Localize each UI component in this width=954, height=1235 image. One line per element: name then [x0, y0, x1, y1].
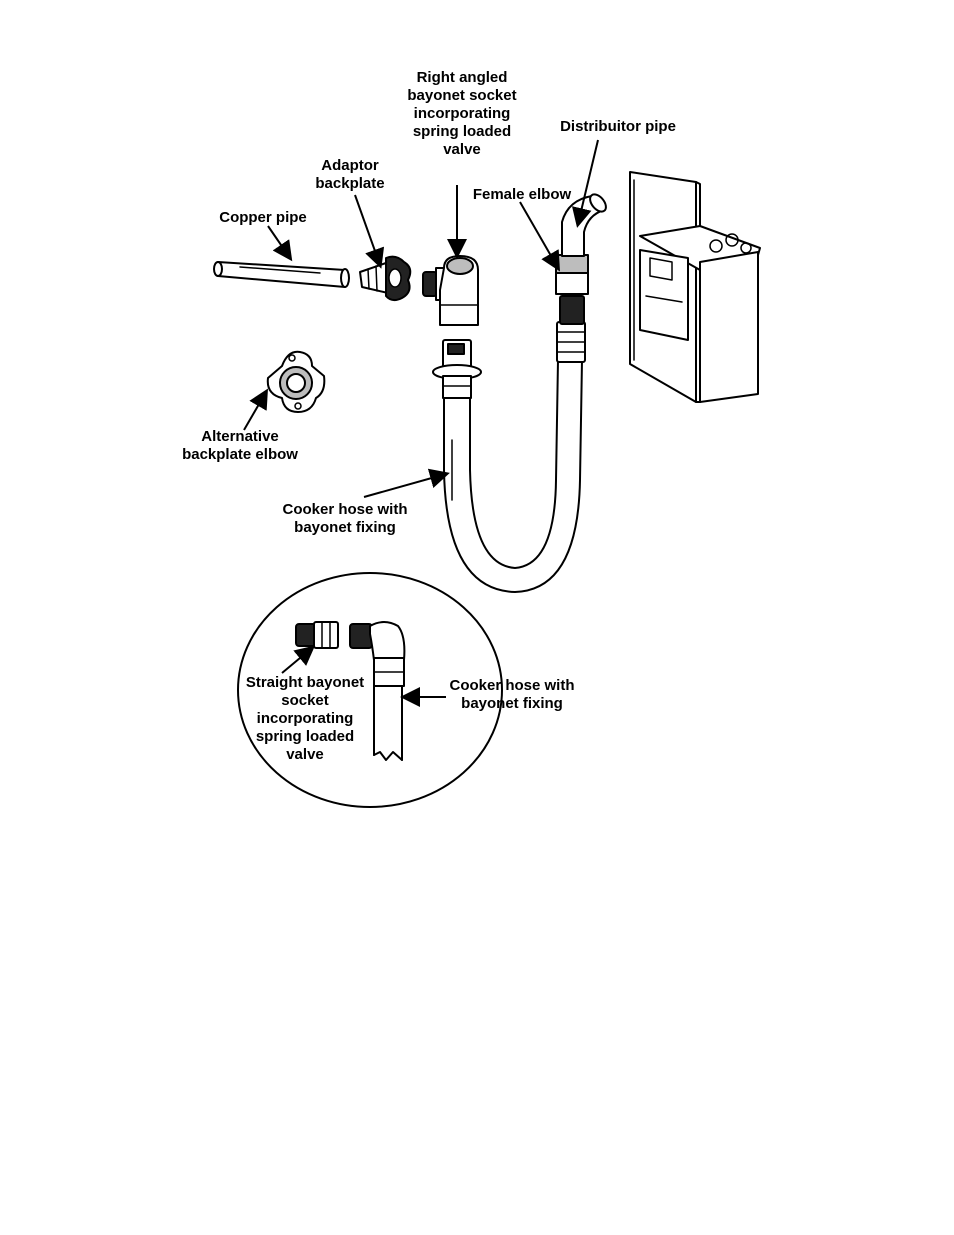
arrow-icon	[268, 226, 290, 258]
label-cooker-hose-inset: Cooker hose with bayonet fixing	[440, 677, 584, 713]
cooker-appliance	[630, 172, 760, 402]
label-alternative-backplate: Alternative backplate elbow	[170, 428, 310, 464]
arrow-icon	[244, 392, 266, 430]
label-cooker-hose-main: Cooker hose with bayonet fixing	[272, 501, 418, 537]
label-copper-pipe: Copper pipe	[210, 209, 316, 227]
arrow-icon	[282, 648, 312, 673]
label-straight-bayonet: Straight bayonet socket incorporating sp…	[236, 674, 374, 764]
arrow-icon	[520, 202, 558, 268]
female-elbow	[556, 255, 588, 294]
arrow-icon	[364, 474, 446, 497]
right-angled-bayonet-socket	[423, 256, 478, 325]
alternative-backplate-elbow	[268, 352, 325, 412]
adaptor-backplate	[360, 257, 410, 300]
copper-pipe	[214, 262, 349, 287]
straight-bayonet-socket	[296, 622, 338, 648]
label-distributor-pipe: Distribuitor pipe	[553, 118, 683, 136]
arrow-icon	[355, 195, 380, 265]
cooker-hose-main	[433, 296, 585, 592]
label-right-angled-socket: Right angled bayonet socket incorporatin…	[398, 69, 526, 159]
label-female-elbow: Female elbow	[464, 186, 580, 204]
label-adaptor-backplate: Adaptor backplate	[300, 157, 400, 193]
